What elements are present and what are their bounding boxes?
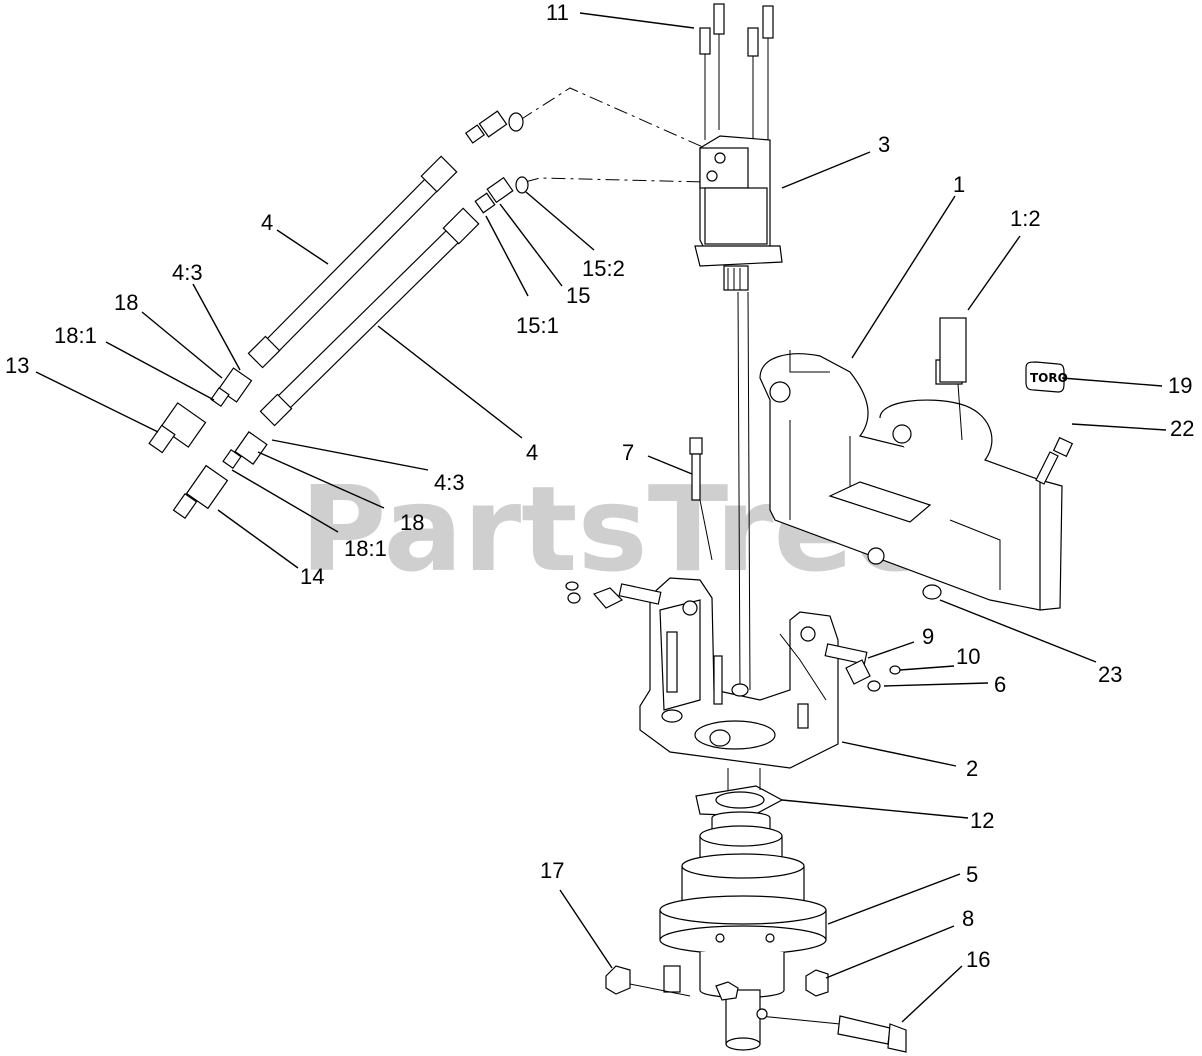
hose-route-lower — [524, 177, 706, 183]
logo-text: TORO — [1030, 371, 1068, 385]
mount-base — [639, 577, 839, 769]
label-11: 11 — [546, 0, 569, 25]
hose-lower — [259, 207, 480, 427]
label-4-upper: 4 — [261, 210, 273, 235]
label-13: 13 — [5, 353, 29, 378]
label-4-3-lower: 4:3 — [434, 470, 465, 495]
mount-frame — [759, 350, 1063, 611]
label-8: 8 — [962, 906, 974, 931]
upper-fittings — [464, 110, 529, 214]
label-18-upper: 18 — [114, 290, 138, 315]
label-19: 19 — [1168, 373, 1192, 398]
nuts-and-bolt — [605, 965, 907, 1053]
label-15: 15 — [566, 283, 590, 308]
decal — [939, 317, 967, 383]
label-15-2: 15:2 — [582, 256, 625, 281]
left-pin-assembly — [565, 581, 662, 609]
callout-labels: 11 3 1 1:2 19 22 4 4:3 18 18:1 13 15:2 1… — [5, 0, 1194, 972]
label-17: 17 — [540, 858, 564, 883]
label-1-2: 1:2 — [1010, 206, 1041, 231]
hose-upper — [247, 155, 458, 369]
gearbox-hub — [659, 811, 827, 1051]
label-23: 23 — [1098, 662, 1122, 687]
label-7: 7 — [622, 440, 634, 465]
hose-route-upper — [519, 87, 706, 149]
label-4-3-upper: 4:3 — [172, 260, 203, 285]
label-12: 12 — [970, 808, 994, 833]
label-22: 22 — [1170, 416, 1194, 441]
hydraulic-motor — [694, 135, 783, 291]
label-2: 2 — [966, 756, 978, 781]
label-6: 6 — [994, 672, 1006, 697]
label-18-lower: 18 — [400, 510, 424, 535]
shaft-centerline-2 — [747, 291, 751, 691]
leader-lines — [35, 12, 1167, 1023]
label-5: 5 — [966, 862, 978, 887]
label-3: 3 — [878, 132, 890, 157]
label-1: 1 — [953, 172, 965, 197]
label-15-1: 15:1 — [516, 313, 559, 338]
lower-coupler-assembly — [172, 431, 268, 520]
nut-23 — [922, 584, 942, 600]
label-14: 14 — [300, 564, 324, 589]
label-18-1-lower: 18:1 — [344, 536, 387, 561]
toro-logo-decal: TORO — [1025, 361, 1068, 393]
label-9: 9 — [922, 624, 934, 649]
motor-bolts — [699, 3, 774, 150]
gasket-12 — [695, 768, 784, 817]
label-16: 16 — [966, 947, 990, 972]
right-pin-assembly — [824, 643, 901, 692]
bolt-22 — [1035, 436, 1074, 485]
bolt-7 — [689, 437, 713, 561]
shaft-centerline — [737, 291, 741, 691]
label-10: 10 — [956, 644, 980, 669]
upper-coupler-assembly — [148, 367, 253, 454]
label-4-lower: 4 — [526, 440, 538, 465]
label-18-1-upper: 18:1 — [54, 323, 97, 348]
